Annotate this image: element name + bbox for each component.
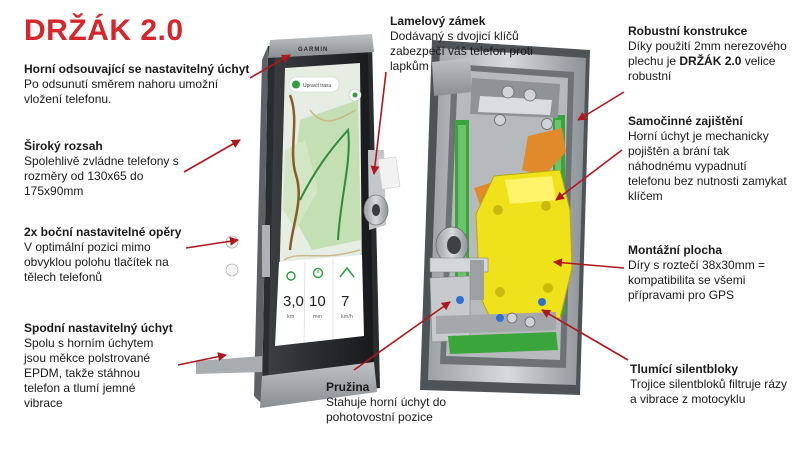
- speed-icon: [339, 266, 355, 278]
- callout-desc: Díky použití 2mm nerezového plechu je DR…: [628, 39, 787, 83]
- route-pill-icon: [292, 80, 300, 89]
- route-pill: [288, 76, 340, 93]
- callout-title: Široký rozsah: [24, 139, 103, 153]
- stat-speed-unit: km/h: [341, 314, 353, 320]
- callout-spodni-uchyt: Spodní nastavitelný úchyt Spolu s horním…: [24, 321, 176, 411]
- callout-desc: V optimální pozici mimo obvyklou polohu …: [24, 240, 169, 284]
- callout-desc: Po odsunutí směrem nahoru umožní vložení…: [24, 77, 219, 106]
- silentblock: [496, 314, 504, 322]
- left-side-support: [262, 225, 270, 277]
- screw: [523, 88, 537, 102]
- phone-stats-panel: [275, 255, 364, 346]
- lamella-lock: [363, 150, 401, 230]
- callout-desc: Díry s roztečí 38x30mm = kompatibilita s…: [628, 258, 766, 302]
- stat-time-value: 10: [309, 293, 326, 310]
- mount-hole: [493, 205, 503, 215]
- mount-hole: [541, 201, 551, 211]
- pin-icon: [286, 271, 296, 281]
- screw: [501, 85, 515, 99]
- arrow-bocni-opery: [185, 236, 239, 249]
- screw: [524, 316, 536, 328]
- callout-silentbloky: Tlumící silentbloky Trojice silentbloků …: [630, 362, 790, 407]
- callout-title: 2x boční nastavitelné opěry: [24, 225, 182, 239]
- callout-title: Montážní plocha: [628, 243, 722, 257]
- phone-brand: GARMIN: [298, 47, 328, 53]
- callout-title: Horní odsouvající se nastavitelný úchyt: [24, 62, 250, 76]
- bottom-grip: [260, 362, 377, 408]
- callout-title: Robustní konstrukce: [628, 24, 748, 38]
- callout-title: Samočinné zajištění: [628, 114, 743, 128]
- arrow-robustni: [577, 91, 625, 121]
- callout-pruzina: Pružina Stahuje horní úchyt do pohotovos…: [326, 380, 466, 425]
- stat-distance-value: 3,0: [283, 293, 304, 310]
- screw: [541, 118, 553, 130]
- page-title: DRŽÁK 2.0: [24, 14, 184, 47]
- arrow-lamelovy-zamek: [370, 71, 387, 175]
- holder-back: [420, 40, 590, 395]
- mount-hole: [495, 287, 505, 297]
- top-rubber-tab: [432, 58, 472, 96]
- callout-siroky-rozsah: Široký rozsah Spolehlivě zvládne telefon…: [24, 139, 184, 199]
- arrow-montazni: [553, 258, 625, 269]
- callout-desc: Spolehlivě zvládne telefony s rozměry od…: [24, 154, 179, 198]
- stat-time-unit: min: [313, 314, 322, 320]
- arrow-spodni-uchyt: [177, 352, 227, 366]
- callout-title: Pružina: [326, 380, 370, 394]
- callout-desc: Trojice silentbloků filtruje rázy a vibr…: [630, 377, 787, 406]
- mount-hole: [543, 283, 553, 293]
- arrow-horni-uchyt: [249, 54, 291, 79]
- screw: [506, 312, 518, 324]
- silentblock: [456, 296, 464, 304]
- arrow-pruzina: [353, 301, 451, 371]
- orange-latch: [522, 128, 566, 176]
- phone-holder-front: Upravit trasu 3,0 km 10 min 7 km/h GARMI…: [196, 34, 401, 408]
- callout-title: Lamelový zámek: [390, 14, 486, 28]
- callout-desc: Horní úchyt je mechanicky pojištěn a brá…: [628, 129, 787, 203]
- callout-montazni-plocha: Montážní plocha Díry s roztečí 38x30mm =…: [628, 243, 788, 303]
- callout-desc: Stahuje horní úchyt do pohotovostní pozi…: [326, 395, 447, 424]
- screw: [494, 114, 506, 126]
- callout-samocinne-zajisteni: Samočinné zajištění Horní úchyt je mecha…: [628, 114, 788, 204]
- route-pill-label: Upravit trasu: [303, 83, 332, 89]
- callout-robustni-konstrukce: Robustní konstrukce Díky použití 2mm ner…: [628, 24, 788, 84]
- callout-desc: Dodávaný s dvojicí klíčů zabezpečí váš t…: [390, 29, 533, 73]
- silentblock: [538, 298, 546, 306]
- callout-title: Spodní nastavitelný úchyt: [24, 321, 173, 335]
- top-grip: [268, 34, 374, 58]
- callout-title: Tlumící silentbloky: [630, 362, 739, 376]
- callout-bocni-opery: 2x boční nastavitelné opěry V optimální …: [24, 225, 189, 285]
- callout-horni-uchyt: Horní odsouvající se nastavitelný úchyt …: [24, 62, 259, 107]
- callout-lamelovy-zamek: Lamelový zámek Dodávaný s dvojicí klíčů …: [390, 14, 540, 74]
- arrow-samocinne: [555, 149, 623, 201]
- arrow-silentbloky: [541, 309, 629, 361]
- stat-speed-value: 7: [341, 293, 349, 310]
- arrow-siroky-rozsah: [183, 139, 241, 173]
- callout-arrows: [177, 54, 629, 371]
- clock-icon: [312, 267, 324, 279]
- callout-desc: Spolu s horním úchytem jsou měkce polstr…: [24, 336, 154, 410]
- stat-distance-unit: km: [287, 314, 295, 320]
